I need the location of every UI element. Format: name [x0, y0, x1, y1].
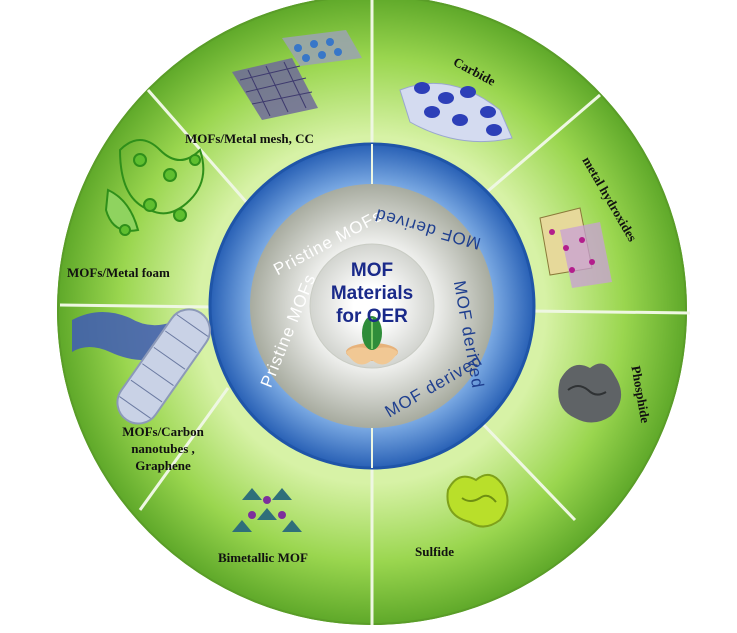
- metal-foam-illustration: [104, 139, 205, 236]
- segment-label-sulfide: Sulfide: [415, 544, 454, 559]
- hands-leaf-icon: [346, 316, 398, 365]
- carbide-illustration: [399, 82, 513, 143]
- segment-label-mesh: MOFs/Metal mesh, CC: [185, 131, 314, 146]
- segment-label-carbon-2: nanotubes ,: [131, 441, 195, 456]
- segment-label-foam: MOFs/Metal foam: [67, 265, 170, 280]
- center-title-line-2: Materials: [331, 283, 413, 304]
- segment-label-carbon-3: Graphene: [135, 458, 191, 473]
- bimetallic-mof-illustration: [232, 488, 302, 532]
- center-title-line-1: MOF: [351, 260, 393, 281]
- segment-label-bimetallic: Bimetallic MOF: [218, 550, 308, 565]
- segment-label-carbon-1: MOFs/Carbon: [122, 424, 204, 439]
- center-title-line-3: for OER: [336, 306, 408, 327]
- phosphide-illustration: [558, 363, 622, 423]
- carbon-nanotube-graphene-illustration: [72, 308, 211, 425]
- metal-hydroxides-illustration: [539, 207, 612, 288]
- center-core: [309, 243, 435, 369]
- metal-mesh-illustration: [232, 30, 362, 120]
- sulfide-illustration: [446, 473, 509, 528]
